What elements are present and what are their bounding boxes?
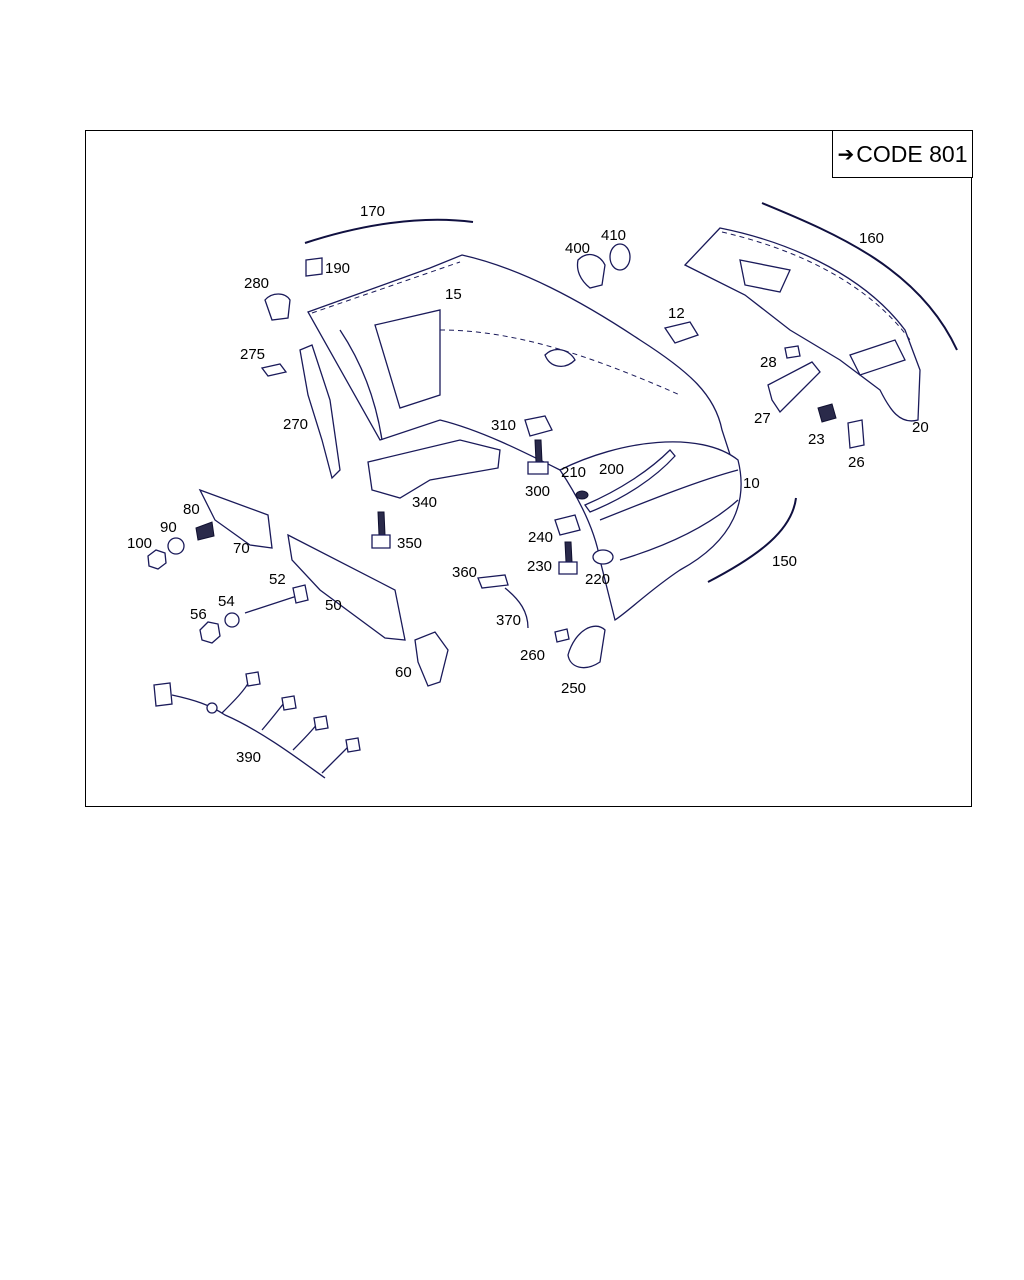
part-60-bracket	[414, 631, 449, 687]
part-160-strip	[761, 202, 958, 351]
callout-310: 310	[491, 417, 516, 434]
callout-26: 26	[848, 454, 865, 471]
callout-410: 410	[601, 227, 626, 244]
part-200-strip	[584, 449, 676, 513]
part-150-strip	[707, 497, 797, 583]
callout-240: 240	[528, 529, 553, 546]
part-310-clip	[524, 415, 553, 437]
arrow-right-icon: ➔	[837, 143, 855, 166]
part-240-clip	[554, 514, 581, 536]
callout-50: 50	[325, 597, 342, 614]
callout-60: 60	[395, 664, 412, 681]
part-370-liner	[504, 587, 529, 629]
part-300-screw	[534, 439, 543, 463]
callout-280: 280	[244, 275, 269, 292]
callout-15: 15	[445, 286, 462, 303]
callout-160: 160	[859, 230, 884, 247]
callout-23: 23	[808, 431, 825, 448]
part-170-trim-strip	[304, 218, 474, 244]
part-50-bracket	[287, 533, 406, 641]
part-400-sensor	[576, 253, 606, 289]
part-260-pin	[554, 628, 570, 643]
part-220-bushing	[592, 549, 614, 565]
callout-300: 300	[525, 483, 550, 500]
part-350-head	[371, 534, 391, 549]
diagram-frame	[85, 130, 972, 807]
part-26-nut	[847, 419, 865, 449]
part-54-washer	[224, 612, 240, 628]
part-80-bolt	[195, 521, 215, 541]
part-23-screw	[817, 403, 837, 423]
callout-230: 230	[527, 558, 552, 575]
callout-250: 250	[561, 680, 586, 697]
part-52-bolt	[244, 594, 301, 614]
callout-80: 80	[183, 501, 200, 518]
callout-200: 200	[599, 461, 624, 478]
callout-370: 370	[496, 612, 521, 629]
callout-210: 210	[561, 464, 586, 481]
part-340-bracket	[367, 439, 501, 499]
callout-56: 56	[190, 606, 207, 623]
part-52-head	[292, 584, 309, 604]
callout-350: 350	[397, 535, 422, 552]
part-20-diffuser	[683, 227, 921, 422]
part-300-head	[527, 461, 549, 475]
part-10-lower-bumper	[559, 441, 742, 622]
part-210-washer	[575, 490, 589, 500]
callout-70: 70	[233, 540, 250, 557]
callout-400: 400	[565, 240, 590, 257]
part-280-clip	[264, 293, 291, 321]
callout-54: 54	[218, 593, 235, 610]
part-360-trim	[477, 574, 509, 589]
part-350-screw	[377, 511, 386, 536]
callout-100: 100	[127, 535, 152, 552]
callout-150: 150	[772, 553, 797, 570]
part-190-pad	[305, 257, 323, 277]
part-56-nut	[199, 621, 221, 644]
callout-10: 10	[743, 475, 760, 492]
callout-390: 390	[236, 749, 261, 766]
part-250-cover	[567, 625, 606, 669]
part-230-head	[558, 561, 578, 575]
callout-360: 360	[452, 564, 477, 581]
part-100-nut	[147, 549, 167, 570]
callout-220: 220	[585, 571, 610, 588]
part-28-pin	[784, 345, 801, 359]
part-230-screw	[564, 541, 573, 563]
part-410-ring	[609, 243, 631, 271]
callout-270: 270	[283, 416, 308, 433]
part-275-clip	[260, 363, 288, 377]
part-390-wire-harness	[153, 671, 361, 779]
callout-52: 52	[269, 571, 286, 588]
callout-190: 190	[325, 260, 350, 277]
callout-90: 90	[160, 519, 177, 536]
part-90-washer	[167, 537, 185, 555]
callout-260: 260	[520, 647, 545, 664]
callout-275: 275	[240, 346, 265, 363]
part-27-bracket	[767, 361, 821, 414]
callout-170: 170	[360, 203, 385, 220]
callout-28: 28	[760, 354, 777, 371]
option-code-label: CODE 801	[856, 140, 968, 167]
part-270-bracket	[299, 344, 341, 480]
callout-340: 340	[412, 494, 437, 511]
option-code-box: ➔ CODE 801	[832, 130, 973, 178]
part-70-bracket	[198, 488, 273, 549]
callout-27: 27	[754, 410, 771, 427]
part-12-cap	[663, 321, 699, 344]
callout-20: 20	[912, 419, 929, 436]
callout-12: 12	[668, 305, 685, 322]
